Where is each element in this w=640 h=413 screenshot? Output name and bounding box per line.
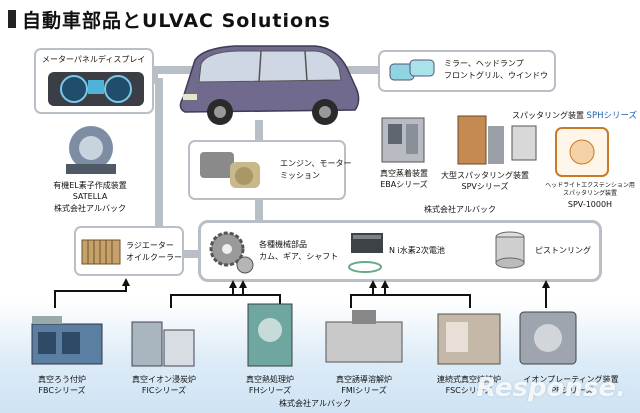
- arrow-line-h1: [54, 290, 126, 292]
- fsc-series: FSCシリーズ: [445, 386, 493, 395]
- fic-series: FICシリーズ: [141, 386, 187, 395]
- spv-name: 大型スパッタリング装置: [441, 171, 529, 180]
- radiator-node: ラジエーター オイルクーラー: [74, 226, 184, 276]
- page-title: 自動車部品とULVAC Solutions: [22, 10, 331, 32]
- arrow-line-v11: [545, 286, 547, 308]
- fic-image: [131, 321, 195, 367]
- arrow-head-parts-1: [229, 280, 237, 288]
- mirror-label-2: フロントグリル、ウインドウ: [444, 71, 548, 80]
- radiator-label-1: ラジエーター: [126, 241, 174, 250]
- sph-name: スパッタリング装置 SPHシリーズ: [512, 111, 638, 121]
- fh-name: 真空熱処理炉: [246, 375, 294, 384]
- arrow-line-v6: [242, 286, 244, 296]
- piston-ring-image: [495, 231, 525, 269]
- meter-panel-label: メーターパネルディスプレイ: [42, 55, 146, 64]
- spv1000h-image: [555, 127, 609, 177]
- eba-image: [381, 117, 425, 163]
- arrow-line-v1: [54, 290, 56, 308]
- spv-series: SPVシリーズ: [461, 182, 509, 191]
- satella-name: 有機EL素子作成装置: [53, 181, 127, 190]
- radiator-label-2: オイルクーラー: [126, 253, 182, 262]
- fsc-name: 連続式真空焼結炉: [437, 375, 501, 384]
- machine-parts-label-2: カム、ギア、シャフト: [259, 252, 339, 261]
- eba-series: EBAシリーズ: [380, 180, 428, 189]
- arrow-head-radiator: [122, 278, 130, 286]
- arrow-line-h3: [350, 294, 470, 296]
- arrow-line-v9: [372, 286, 374, 296]
- fh-series: FHシリーズ: [248, 386, 292, 395]
- fsc-image: [437, 313, 501, 365]
- fbc-series: FBCシリーズ: [38, 386, 86, 395]
- ni-battery-label: N i水素2次電池: [389, 246, 445, 255]
- connector-radiator: [180, 250, 204, 258]
- meter-panel-image: [48, 72, 144, 106]
- spv1000h-series: SPV-1000H: [567, 200, 613, 209]
- satella-maker: 株式会社アルバック: [54, 204, 126, 213]
- ipb-series: IPBシリーズ: [548, 386, 594, 395]
- fmi-series: FMIシリーズ: [341, 386, 387, 395]
- spv1000h-name-1: ヘッドライトエクステンション用: [545, 182, 635, 189]
- watermark-logo: Response.: [476, 373, 626, 403]
- arrow-head-piston: [542, 280, 550, 288]
- mirror-label-1: ミラー、ヘッドランプ: [444, 59, 524, 68]
- arrow-line-v10: [384, 286, 386, 296]
- satella-series: SATELLA: [72, 192, 108, 201]
- arrow-line-v2: [125, 284, 127, 292]
- fbc-name: 真空ろう付炉: [38, 375, 86, 384]
- spv1000h-name-2: スパッタリング装置: [562, 190, 617, 197]
- eba-name: 真空蒸着装置: [380, 169, 428, 178]
- fbc-image: [31, 316, 103, 365]
- meter-panel-node: メーターパネルディスプレイ: [34, 48, 154, 114]
- arrow-line-v5: [232, 286, 234, 296]
- ipb-name: イオンプレーティング装置: [523, 375, 619, 384]
- fmi-name: 真空誘導溶解炉: [336, 375, 392, 384]
- bottom-maker: 株式会社アルバック: [279, 399, 351, 408]
- connector-left-stub: [150, 74, 158, 84]
- fmi-image: [325, 310, 403, 363]
- engine-label-2: ミッション: [280, 171, 320, 180]
- radiator-image: [81, 239, 121, 265]
- arrow-head-parts-2: [239, 280, 247, 288]
- car-image: [179, 45, 360, 125]
- mirror-node: ミラー、ヘッドランプ フロントグリル、ウインドウ: [378, 50, 556, 92]
- upper-maker: 株式会社アルバック: [424, 205, 496, 214]
- fh-image: [247, 303, 293, 367]
- satella-image: [66, 126, 116, 174]
- engine-node: エンジン、モーター ミッション: [188, 140, 352, 200]
- arrow-line-v4: [279, 294, 281, 308]
- sph-series: SPHシリーズ: [586, 111, 638, 121]
- parts-box: 各種機械部品 カム、ギア、シャフト N i水素2次電池 ピストンリング: [198, 220, 602, 282]
- title-marker: [8, 10, 16, 28]
- engine-label-1: エンジン、モーター: [280, 159, 352, 168]
- battery-image: [348, 233, 383, 273]
- machine-parts-label-1: 各種機械部品: [259, 240, 307, 249]
- gear-image: [209, 231, 254, 274]
- fic-name: 真空イオン浸炭炉: [132, 375, 196, 384]
- arrow-head-battery-1: [369, 280, 377, 288]
- engine-image: [200, 152, 260, 188]
- connector-vertical-left: [155, 78, 163, 256]
- arrow-line-h2: [170, 294, 280, 296]
- sph-image: [511, 125, 537, 161]
- mirror-image: [389, 59, 435, 81]
- ipb-image: [519, 311, 577, 365]
- arrow-line-v3: [170, 294, 172, 308]
- arrow-line-v8: [469, 294, 471, 308]
- spv-image: [457, 115, 504, 165]
- piston-ring-label: ピストンリング: [535, 246, 591, 255]
- arrow-line-v7: [350, 294, 352, 308]
- arrow-head-battery-2: [381, 280, 389, 288]
